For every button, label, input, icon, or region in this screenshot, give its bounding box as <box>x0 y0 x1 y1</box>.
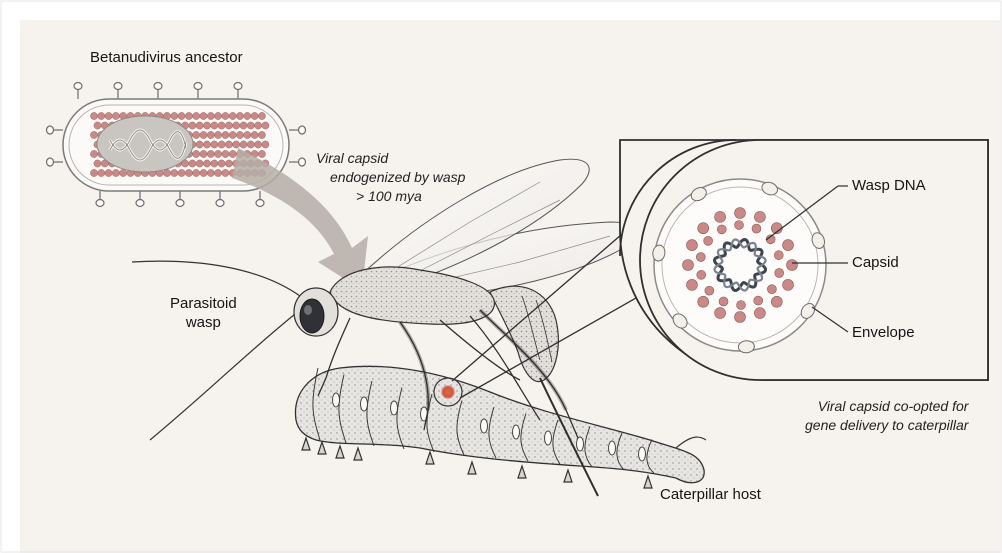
endogenized-caption: Viral capsid endogenized by wasp > 100 m… <box>316 149 465 206</box>
wasp-label: Parasitoid wasp <box>170 294 237 332</box>
envelope-label: Envelope <box>852 324 915 341</box>
coopted-caption: Viral capsid co-opted for gene delivery … <box>805 397 968 435</box>
injection-site <box>441 385 455 399</box>
wasp-line-1: Parasitoid <box>170 294 237 313</box>
endo-line-2: endogenized by wasp <box>316 168 465 187</box>
coopt-line-2: gene delivery to caterpillar <box>805 416 968 435</box>
endo-line-3: > 100 mya <box>316 187 465 206</box>
capsid-cross-section <box>652 179 827 353</box>
caterpillar-label: Caterpillar host <box>660 486 761 503</box>
virus-ancestor-label: Betanudivirus ancestor <box>90 49 243 66</box>
capsid-label: Capsid <box>852 254 899 271</box>
endo-line-1: Viral capsid <box>316 149 465 168</box>
wasp-line-2: wasp <box>170 313 237 332</box>
wasp-dna-label: Wasp DNA <box>852 177 926 194</box>
coopt-line-1: Viral capsid co-opted for <box>805 397 968 416</box>
